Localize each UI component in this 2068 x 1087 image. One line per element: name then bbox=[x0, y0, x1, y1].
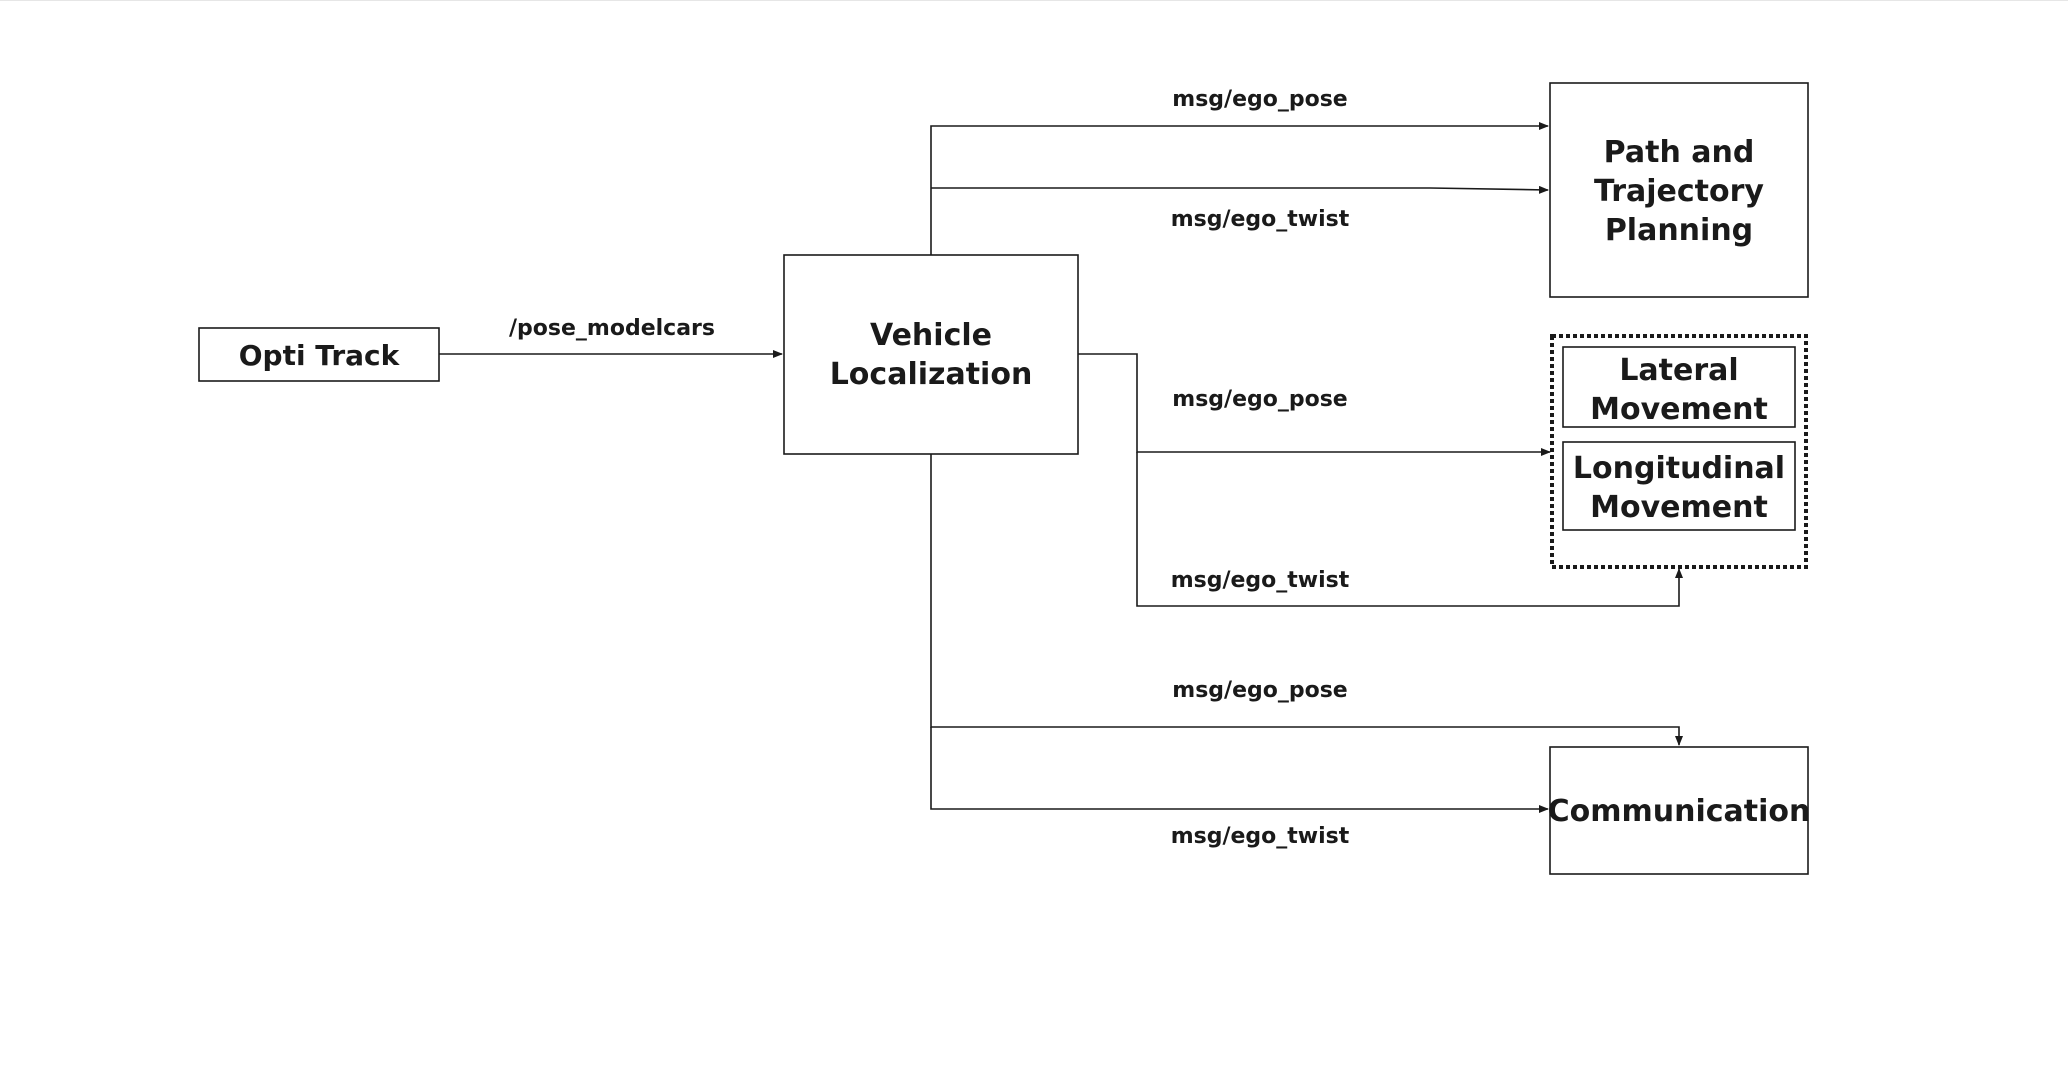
edge-label-comm-ego-twist: msg/ego_twist bbox=[1171, 824, 1350, 849]
node-path-planning-line2: Trajectory bbox=[1594, 174, 1764, 209]
edge-motion-ego-twist bbox=[1136, 452, 1683, 607]
node-vehicle-localization-line1: Vehicle bbox=[870, 318, 992, 353]
node-longitudinal-movement-line1: Longitudinal bbox=[1573, 451, 1785, 486]
edge-label-motion-ego-pose: msg/ego_pose bbox=[1172, 387, 1347, 412]
node-vehicle-localization-line2: Localization bbox=[830, 357, 1033, 392]
top-rule bbox=[0, 0, 2068, 1]
edge-label-motion-ego-twist: msg/ego_twist bbox=[1171, 568, 1350, 593]
edge-label-path-ego-pose: msg/ego_pose bbox=[1172, 87, 1347, 112]
edge-motion-ego-pose bbox=[1078, 353, 1551, 456]
node-path-planning-line1: Path and bbox=[1604, 135, 1755, 170]
node-opti-track-label: Opti Track bbox=[239, 339, 401, 372]
edge-label-pose-modelcars: /pose_modelcars bbox=[509, 316, 715, 341]
node-path-trajectory-planning: Path and Trajectory Planning bbox=[1549, 82, 1809, 298]
edge-label-comm-ego-pose: msg/ego_pose bbox=[1172, 678, 1347, 703]
edge-path-ego-twist bbox=[931, 185, 1549, 194]
node-communication: Communication bbox=[1548, 746, 1811, 875]
node-vehicle-localization: Vehicle Localization bbox=[783, 254, 1079, 455]
node-lateral-movement-line1: Lateral bbox=[1619, 353, 1738, 388]
node-longitudinal-movement-line2: Movement bbox=[1590, 490, 1768, 525]
node-motion-control-group: Lateral Movement Longitudinal Movement bbox=[1550, 334, 1808, 569]
node-longitudinal-movement: Longitudinal Movement bbox=[1562, 441, 1796, 531]
node-opti-track: Opti Track bbox=[198, 327, 440, 382]
edge-path-ego-pose bbox=[930, 122, 1549, 255]
node-lateral-movement-line2: Movement bbox=[1590, 392, 1768, 427]
node-path-planning-line3: Planning bbox=[1605, 213, 1753, 248]
edge-label-path-ego-twist: msg/ego_twist bbox=[1171, 207, 1350, 232]
edge-comm-ego-twist bbox=[930, 727, 1549, 813]
node-communication-label: Communication bbox=[1548, 794, 1811, 829]
node-lateral-movement: Lateral Movement bbox=[1562, 346, 1796, 428]
edge-comm-ego-pose bbox=[930, 454, 1683, 746]
